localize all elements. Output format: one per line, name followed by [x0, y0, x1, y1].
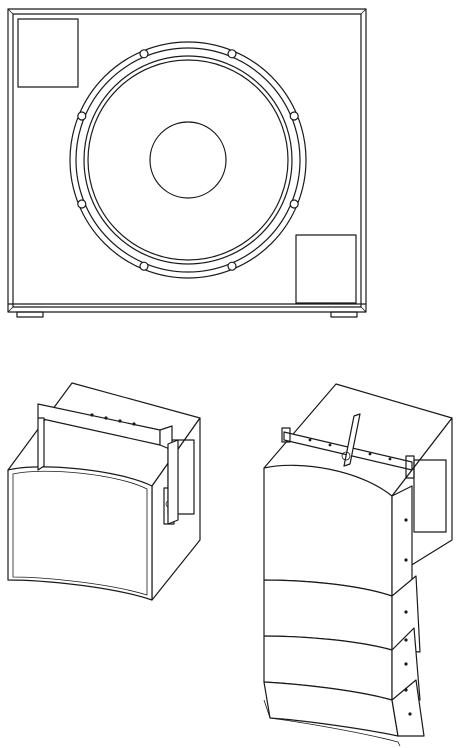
woofer-driver	[69, 41, 307, 279]
array-side-plate	[413, 459, 447, 533]
flybar-end-left	[281, 427, 291, 443]
cabinet-foot-right	[330, 311, 358, 318]
port-opening-top-left	[17, 18, 79, 88]
mounting-bolt	[289, 111, 299, 121]
flybar-end-right	[405, 455, 415, 479]
mounting-bolt	[227, 49, 237, 59]
mounting-bolts	[77, 49, 299, 271]
mounting-bolt	[227, 261, 237, 271]
subwoofer-cabinet-bevel	[12, 13, 362, 308]
cabinet-foot-left	[16, 311, 44, 318]
mounting-bolt	[139, 261, 149, 271]
rigging-plate-4	[391, 679, 425, 737]
line-array-stack-isometric	[263, 383, 453, 747]
single-cabinet-isometric	[7, 382, 201, 601]
cabinet-front-face	[7, 466, 153, 601]
mounting-bolt	[139, 49, 149, 59]
shackle	[341, 451, 351, 461]
subwoofer-cabinet-outer	[7, 8, 367, 313]
yoke-left-arm	[37, 417, 45, 471]
yoke-right-arm	[167, 439, 179, 525]
driver-surround	[83, 55, 293, 265]
mounting-bolt	[77, 111, 87, 121]
dust-cap	[149, 121, 227, 199]
mounting-bolt	[289, 199, 299, 209]
pickup-point	[343, 413, 361, 467]
subwoofer-front-view	[7, 8, 367, 318]
port-opening-bottom-right	[295, 234, 357, 304]
mounting-bolt	[77, 199, 87, 209]
array-cabinet-1	[263, 464, 393, 597]
driver-frame-outer	[69, 41, 307, 279]
